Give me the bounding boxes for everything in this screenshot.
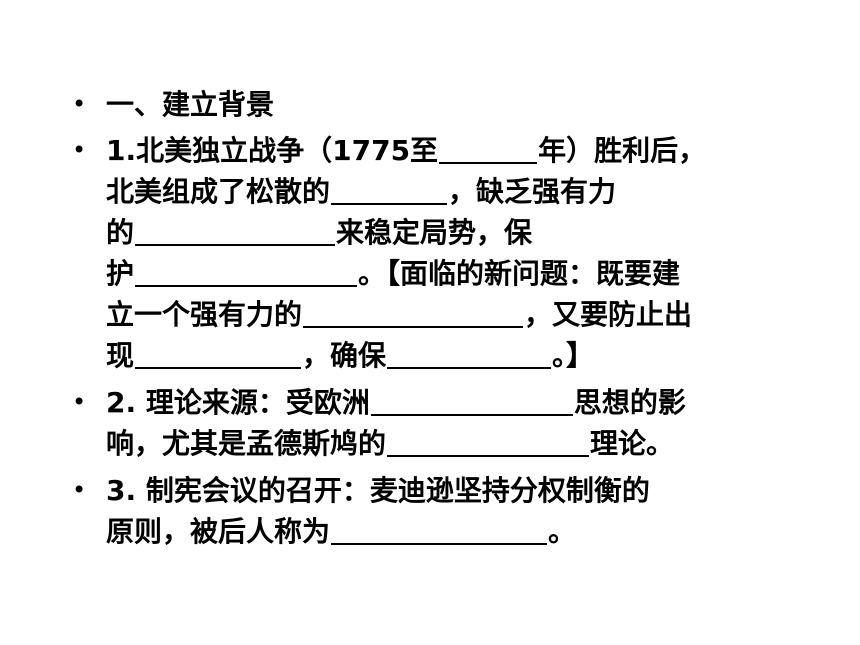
item2-text: 2. 理论来源：受欧洲 bbox=[106, 386, 370, 419]
item3-line-1: 3. 制宪会议的召开：麦迪逊坚持分权制衡的 bbox=[106, 474, 650, 507]
item2-line-1: 2. 理论来源：受欧洲 思想的影 bbox=[106, 382, 790, 423]
item1-text: 。【面临的新问题：既要建 bbox=[358, 257, 681, 290]
bullet-item-1: • 1.北美独立战争（1775至 年）胜利后， 北美组成了松散的 ，缺乏强有力 的 来… bbox=[70, 130, 790, 376]
item1-text: 立一个强有力的 bbox=[106, 298, 303, 331]
item1-text: ，又要防止出 bbox=[524, 298, 693, 331]
item1-line-5: 立一个强有力的 ，又要防止出 bbox=[106, 294, 790, 335]
item1-line-6: 现 ，确保 。】 bbox=[106, 335, 790, 376]
bullet-item-section-title: • 一、建立背景 bbox=[70, 84, 790, 125]
fill-blank[interactable] bbox=[331, 175, 448, 205]
item1-line-2: 北美组成了松散的 ，缺乏强有力 bbox=[106, 171, 790, 212]
item1-text: 现 bbox=[106, 339, 135, 372]
bullet-list: • 一、建立背景 • 1.北美独立战争（1775至 年）胜利后， 北美组成了松散的… bbox=[70, 84, 790, 558]
item2-line-2: 响，尤其是孟德斯鸠的 理论。 bbox=[106, 423, 790, 464]
item3-text: 。 bbox=[548, 515, 577, 548]
fill-blank[interactable] bbox=[331, 515, 548, 545]
fill-blank[interactable] bbox=[135, 216, 336, 246]
item1-text: ，缺乏强有力 bbox=[448, 175, 617, 208]
item3-line-2: 原则，被后人称为 。 bbox=[106, 511, 790, 552]
bullet-dot-icon: • bbox=[72, 90, 87, 118]
item1-line-4: 护 。【面临的新问题：既要建 bbox=[106, 253, 790, 294]
section-title: 一、建立背景 bbox=[106, 88, 275, 121]
bullet-dot-icon: • bbox=[72, 388, 87, 416]
fill-blank[interactable] bbox=[439, 134, 538, 164]
item1-text: 来稳定局势，保 bbox=[336, 216, 533, 249]
item1-text: 年）胜利后， bbox=[538, 134, 707, 167]
item1-text: 1.北美独立战争（1775至 bbox=[106, 134, 439, 167]
fill-blank[interactable] bbox=[370, 386, 573, 416]
bullet-dot-icon: • bbox=[72, 136, 87, 164]
bullet-dot-icon: • bbox=[72, 476, 87, 504]
item3-text: 原则，被后人称为 bbox=[106, 515, 331, 548]
fill-blank[interactable] bbox=[303, 298, 524, 328]
item1-line-1: 1.北美独立战争（1775至 年）胜利后， bbox=[106, 130, 790, 171]
bullet-item-3: • 3. 制宪会议的召开：麦迪逊坚持分权制衡的 原则，被后人称为 。 bbox=[70, 470, 790, 552]
fill-blank[interactable] bbox=[387, 427, 590, 457]
item1-text: 的 bbox=[106, 216, 135, 249]
bullet-item-2: • 2. 理论来源：受欧洲 思想的影 响，尤其是孟德斯鸠的 理论。 bbox=[70, 382, 790, 464]
fill-blank[interactable] bbox=[135, 339, 302, 369]
item1-line-3: 的 来稳定局势，保 bbox=[106, 212, 790, 253]
item2-text: 思想的影 bbox=[573, 386, 686, 419]
item1-text: 护 bbox=[106, 257, 135, 290]
fill-blank[interactable] bbox=[135, 257, 358, 287]
item1-text: 。】 bbox=[552, 339, 595, 372]
item2-text: 理论。 bbox=[590, 427, 675, 460]
item1-text: 北美组成了松散的 bbox=[106, 175, 331, 208]
fill-blank[interactable] bbox=[387, 339, 552, 369]
item2-text: 响，尤其是孟德斯鸠的 bbox=[106, 427, 387, 460]
item1-text: ，确保 bbox=[302, 339, 387, 372]
